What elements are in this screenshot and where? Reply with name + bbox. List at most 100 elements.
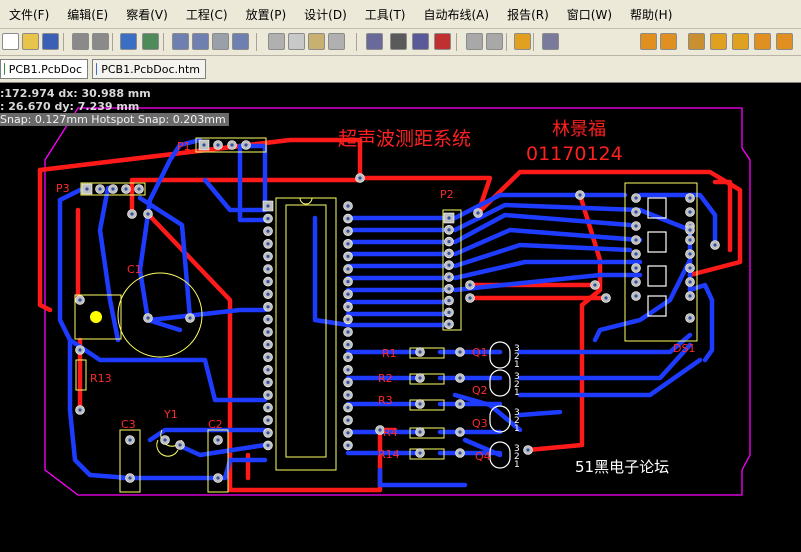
cut-icon[interactable] [268,33,285,50]
zoom-selected-icon[interactable] [212,33,229,50]
undo-icon[interactable] [466,33,483,50]
pad-hole [447,299,451,303]
pad-hole [346,217,350,221]
rubber-stamp-icon[interactable] [328,33,345,50]
pad-hole [688,266,692,270]
move-icon[interactable] [390,33,407,50]
pad-icon[interactable] [732,33,749,50]
open-folder-icon[interactable] [22,33,39,50]
zoom-fit-icon[interactable] [172,33,189,50]
cross-select-icon[interactable] [412,33,429,50]
pad-hole [346,305,350,309]
pad-hole [266,254,270,258]
designator-labels: P1 P2 P3 C1 R13 C3 Y1 C2 R1 R2 R3 R4 R14… [56,140,695,463]
designator-p2: P2 [440,188,454,201]
pad-hole [713,243,717,247]
browse-component-icon[interactable] [542,33,559,50]
board-view-icon[interactable] [142,33,159,50]
pad-hole [634,224,638,228]
copy-icon[interactable] [288,33,305,50]
toolbar-separator [112,33,113,51]
pad-hole [476,211,480,215]
pad-hole [688,252,692,256]
tab-pcb-doc[interactable]: PCB1.PcbDoc [0,59,88,79]
pad-hole [266,330,270,334]
highlight-icon[interactable] [514,33,531,50]
menu-item[interactable]: 编辑(E) [67,7,109,22]
pcb-canvas[interactable]: P1 P2 P3 C1 R13 C3 Y1 C2 R1 R2 R3 R4 R14… [0,83,801,552]
svg-text:1: 1 [514,460,520,470]
pad-hole [458,402,462,406]
menu-item[interactable]: 窗口(W) [566,7,612,22]
board-student-id: 01170124 [526,143,623,165]
pcb-document-icon [4,63,5,75]
pad-hole [85,187,89,191]
menu-item[interactable]: 察看(V) [126,7,168,22]
menu-item[interactable]: 自动布线(A) [423,7,490,22]
svg-text:3: 3 [514,408,520,418]
select-area-icon[interactable] [366,33,383,50]
menu-item[interactable]: 设计(D) [304,7,347,22]
board-outline [44,107,751,496]
forum-watermark: 51黑电子论坛 [575,458,669,476]
track-icon[interactable] [776,33,793,50]
zoom-area-icon[interactable] [192,33,209,50]
document-tab-bar: PCB1.PcbDoc PCB1.PcbDoc.htm [0,56,801,83]
pad-hole [688,280,692,284]
pad-hole [578,193,582,197]
pad-hole [266,242,270,246]
tab-label: PCB1.PcbDoc.htm [101,62,200,76]
toolbar-separator [506,33,507,51]
print-preview-icon[interactable] [92,33,109,50]
differential-route-icon[interactable] [660,33,677,50]
designator-p1: P1 [177,140,191,153]
hud-snap: Snap: 0.127mm Hotspot Snap: 0.203mm [0,113,229,126]
pad-hole [604,296,608,300]
pad-hole [266,317,270,321]
pad-hole [688,238,692,242]
pad-hole [346,393,350,397]
clear-selection-icon[interactable] [434,33,451,50]
designator-q4: Q4 [475,450,491,463]
pad-hole [346,229,350,233]
fanout-icon[interactable] [688,33,705,50]
pad-hole [346,292,350,296]
pad-hole [346,443,350,447]
pad-hole [634,294,638,298]
pad-hole [178,443,182,447]
pcb-board-view[interactable]: P1 P2 P3 C1 R13 C3 Y1 C2 R1 R2 R3 R4 R14… [0,83,801,552]
redo-icon[interactable] [486,33,503,50]
pad-hole [266,406,270,410]
menu-item[interactable]: 工具(T) [364,7,406,22]
svg-text:2: 2 [514,452,520,462]
menu-item[interactable]: 放置(P) [245,7,287,22]
pad-hole [346,204,350,208]
designator-r1: R1 [382,347,397,360]
toolbar-separator [533,33,534,51]
new-document-icon[interactable] [2,33,19,50]
pad-hole [78,298,82,302]
print-icon[interactable] [72,33,89,50]
pad-hole [130,212,134,216]
menu-item[interactable]: 文件(F) [9,7,50,22]
menu-item[interactable]: 报告(R) [507,7,549,22]
pad-hole [346,431,350,435]
c1-capacitor-outline [117,272,203,358]
paste-icon[interactable] [308,33,325,50]
arc-icon[interactable] [754,33,771,50]
pad-hole [593,283,597,287]
menu-item[interactable]: 工程(C) [185,7,228,22]
layers-icon[interactable] [120,33,137,50]
pad-hole [634,210,638,214]
save-icon[interactable] [42,33,59,50]
pad-hole [634,266,638,270]
interactive-route-icon[interactable] [640,33,657,50]
pad-hole [346,368,350,372]
via-icon[interactable] [710,33,727,50]
menu-item[interactable]: 帮助(H) [630,7,673,22]
pad-hole [447,310,451,314]
pad-hole [346,418,350,422]
pad-hole [216,438,220,442]
zoom-filter-icon[interactable] [232,33,249,50]
tab-pcb-report[interactable]: PCB1.PcbDoc.htm [92,59,206,79]
